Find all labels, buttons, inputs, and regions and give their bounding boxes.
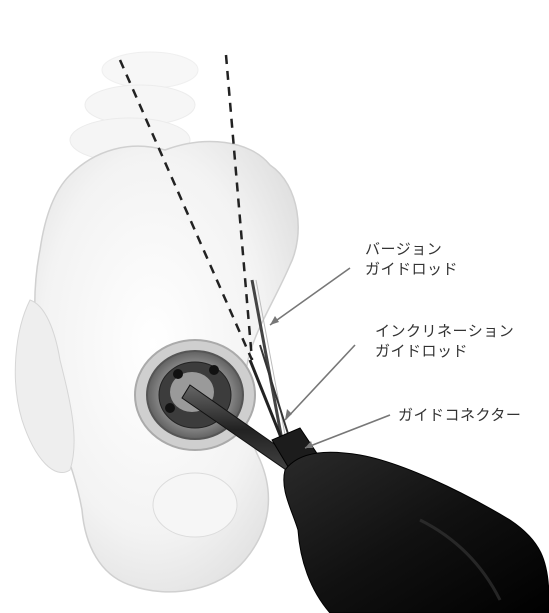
guide-connector-label: ガイドコネクター (398, 405, 521, 425)
obturator-foramen (153, 473, 237, 537)
connector-label-text: ガイドコネクター (398, 405, 521, 425)
inclination-label-line2: ガイドロッド (375, 341, 514, 361)
version-guide-rod-label: バージョン ガイドロッド (365, 239, 458, 279)
version-label-line2: ガイドロッド (365, 259, 458, 279)
inclination-leader-line (285, 345, 355, 420)
inclination-label-line1: インクリネーション (375, 321, 514, 341)
connector-leader-line (305, 415, 390, 448)
version-label-line1: バージョン (365, 239, 458, 259)
inclination-guide-rod-label: インクリネーション ガイドロッド (375, 321, 514, 361)
impactor-handle (284, 452, 549, 613)
